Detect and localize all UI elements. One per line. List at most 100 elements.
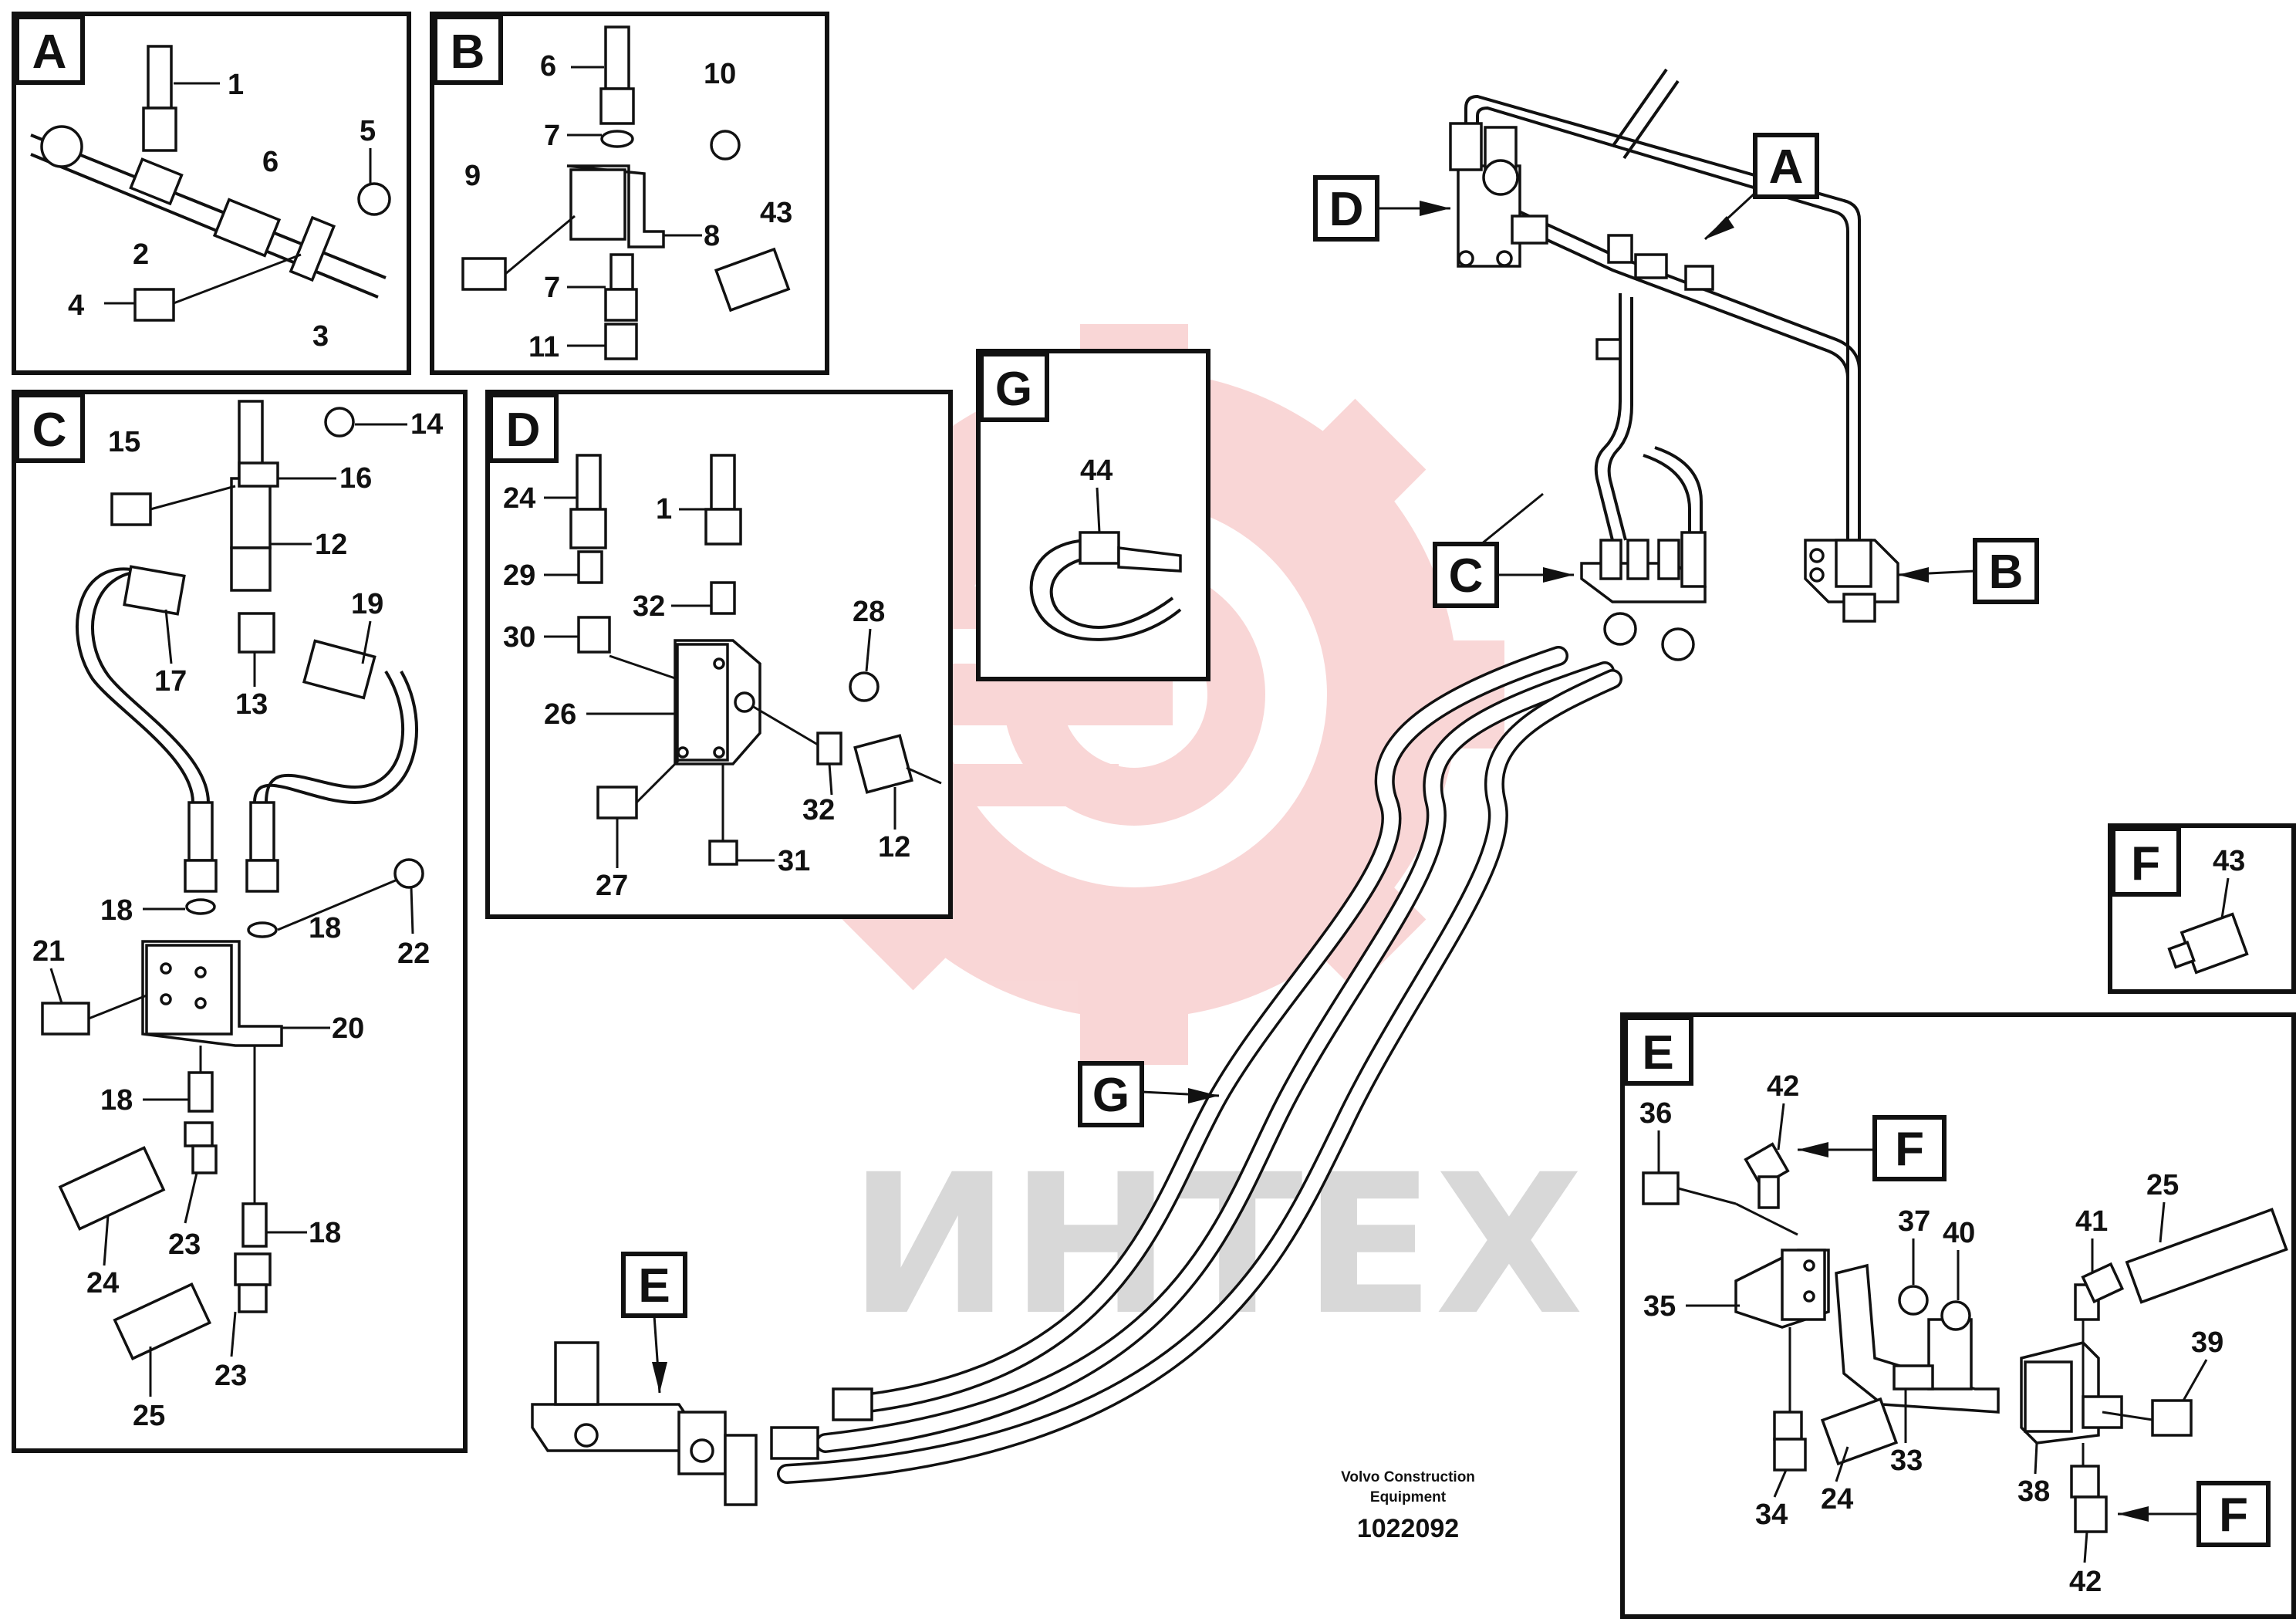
pipe-clamps xyxy=(1595,234,1714,360)
detail-letter: C xyxy=(1449,549,1484,603)
block-c-bracket xyxy=(1580,531,1707,661)
part-number-label: 43 xyxy=(760,197,792,229)
detail-letter: G xyxy=(995,363,1032,416)
part-number-label: 17 xyxy=(154,665,187,698)
part-number-label: 3 xyxy=(312,320,329,353)
panel-d: D 24 1 xyxy=(485,390,953,919)
part-number-label: 18 xyxy=(309,912,341,944)
part-number-label: 18 xyxy=(100,894,133,927)
part-number-label: 7 xyxy=(544,272,560,304)
main-callouts: D A C B G xyxy=(621,133,2039,1394)
part-number-label: 1 xyxy=(228,69,244,101)
panel-a: A 1 6 5 2 4 3 xyxy=(12,12,411,375)
part-number-label: 2 xyxy=(133,238,149,271)
hose-bundle xyxy=(777,646,1622,1484)
detail-letter: D xyxy=(1329,183,1364,236)
detail-letter: B xyxy=(1989,546,2024,599)
lower-valve-block xyxy=(531,1341,873,1506)
panel-e-parts xyxy=(1642,1142,2288,1533)
detail-letter: D xyxy=(506,404,541,457)
part-number-label: 20 xyxy=(332,1012,364,1045)
part-number-label: 22 xyxy=(397,938,430,970)
part-number-label: 44 xyxy=(1080,454,1113,487)
part-number-label: 9 xyxy=(464,160,481,192)
panel-b-parts xyxy=(461,25,791,360)
footer-company-line1: Volvo Construction xyxy=(1341,1469,1475,1485)
detail-letter: F xyxy=(1895,1123,1924,1176)
detail-letter: E xyxy=(1642,1026,1673,1080)
part-number-label: 15 xyxy=(108,426,140,458)
main-assembly xyxy=(531,68,1899,1506)
part-number-label: 40 xyxy=(1943,1217,1975,1249)
panel-g: G 44 xyxy=(976,349,1210,681)
part-number-label: 23 xyxy=(168,1228,201,1261)
part-number-label: 18 xyxy=(309,1217,341,1249)
part-number-label: 5 xyxy=(360,115,376,147)
part-number-label: 25 xyxy=(133,1400,165,1432)
part-number-label: 43 xyxy=(2213,845,2245,877)
part-number-label: 23 xyxy=(214,1360,247,1392)
detail-letter: A xyxy=(32,25,67,79)
part-number-label: 26 xyxy=(544,698,576,731)
part-number-label: 8 xyxy=(704,220,720,252)
part-number-label: 36 xyxy=(1639,1097,1672,1130)
part-number-label: 27 xyxy=(596,870,628,902)
part-number-label: 41 xyxy=(2075,1205,2108,1238)
part-number-label: 4 xyxy=(68,289,84,322)
part-number-label: 11 xyxy=(528,331,559,363)
panel-a-parts xyxy=(30,45,391,322)
detail-letter: G xyxy=(1092,1069,1129,1122)
detail-letter: E xyxy=(638,1259,670,1313)
part-number-label: 29 xyxy=(503,559,535,592)
part-number-label: 42 xyxy=(2069,1566,2102,1598)
part-number-label: 30 xyxy=(503,621,535,654)
part-number-label: 19 xyxy=(351,588,383,620)
callout-e: E xyxy=(621,1252,687,1394)
detail-letter: B xyxy=(451,25,485,79)
cable-tie xyxy=(1029,531,1182,641)
part-number-label: 37 xyxy=(1898,1205,1930,1238)
callout-a: A xyxy=(1703,133,1819,241)
part-number-label: 42 xyxy=(1767,1070,1799,1103)
part-number-label: 24 xyxy=(86,1267,119,1299)
block-b-bracket xyxy=(1804,539,1899,623)
part-number-label: 21 xyxy=(32,935,65,968)
panel-f: F 43 xyxy=(2108,823,2296,994)
part-number-label: 31 xyxy=(778,845,810,877)
detail-letter: C xyxy=(32,404,67,457)
part-number-label: 32 xyxy=(633,590,665,623)
panel-b: B 6 10 7 9 8 43 7 11 xyxy=(430,12,829,375)
callout-f-upper: F xyxy=(1798,1115,1947,1181)
part-number-label: 33 xyxy=(1890,1445,1923,1477)
footer-company-line2: Equipment xyxy=(1370,1489,1447,1505)
callout-f-lower: F xyxy=(2118,1481,2271,1547)
footer: Volvo Construction Equipment 1022092 xyxy=(1341,1469,1475,1543)
part-number-label: 18 xyxy=(100,1084,133,1117)
detail-letter: A xyxy=(1769,140,1804,194)
part-number-label: 24 xyxy=(503,482,535,515)
upper-valve-block xyxy=(1449,122,1548,268)
footer-drawing-number: 1022092 xyxy=(1357,1514,1459,1543)
part-number-label: 35 xyxy=(1643,1290,1676,1323)
part-number-label: 28 xyxy=(853,596,885,628)
part-number-label: 10 xyxy=(704,58,736,90)
part-number-label: 1 xyxy=(656,493,672,525)
detail-letter: F xyxy=(2131,837,2160,890)
part-number-label: 12 xyxy=(878,831,910,863)
part-number-label: 38 xyxy=(2017,1475,2050,1508)
part-number-label: 24 xyxy=(1821,1483,1853,1516)
part-number-label: 16 xyxy=(339,462,372,495)
detail-letter: F xyxy=(2219,1489,2248,1542)
callout-d: D xyxy=(1313,175,1450,242)
part-number-label: 6 xyxy=(540,50,556,83)
part-number-label: 39 xyxy=(2191,1326,2223,1359)
panel-d-parts xyxy=(569,454,942,866)
part-number-label: 6 xyxy=(262,146,279,178)
panel-f-part xyxy=(2167,912,2249,975)
part-number-label: 13 xyxy=(235,688,268,721)
callout-b: B xyxy=(1897,538,2039,604)
part-number-label: 12 xyxy=(315,529,347,561)
frame-lines xyxy=(1611,68,1680,160)
part-number-label: 32 xyxy=(802,794,835,826)
